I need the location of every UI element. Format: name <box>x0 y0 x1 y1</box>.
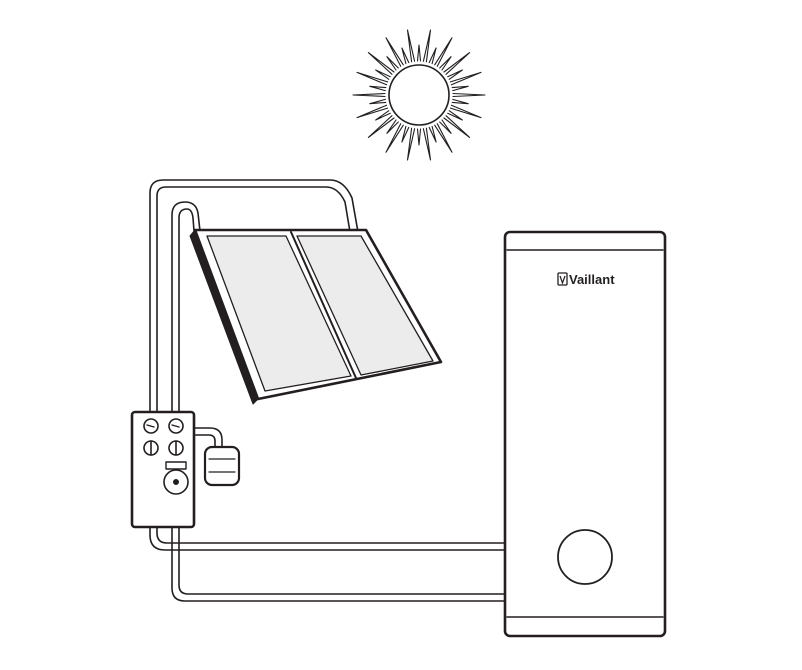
collector-frame-edge <box>189 229 259 405</box>
collector-return-outer <box>171 201 201 414</box>
sun-ray <box>385 123 404 153</box>
vessel-pipe-inner <box>193 434 216 448</box>
sun-ray <box>385 37 404 67</box>
solar-piping <box>149 179 505 602</box>
collector-return-inner <box>178 208 195 414</box>
sun-disc <box>388 64 450 126</box>
sun-ray <box>367 115 395 138</box>
sun-ray <box>356 71 389 86</box>
return-pipe-outer <box>171 527 505 602</box>
collector-divider <box>290 231 357 379</box>
solar-collector-panel <box>189 228 443 405</box>
sun-ray <box>439 56 452 71</box>
vessel-body <box>203 445 241 487</box>
sun-ray <box>406 29 416 63</box>
sun-ray <box>369 85 387 92</box>
sun-rays <box>352 29 486 161</box>
vaillant-v-logo-icon <box>557 272 568 286</box>
sun-ray <box>439 119 452 134</box>
collector-pane-left <box>206 235 352 392</box>
sun-ray <box>416 128 422 146</box>
sun-ray <box>386 119 399 134</box>
sun-ray <box>375 69 391 80</box>
sun-ray <box>451 98 469 105</box>
pump-head <box>165 461 187 470</box>
sun-ray <box>386 56 399 71</box>
sun-icon <box>352 29 486 161</box>
pump-motor <box>163 469 189 495</box>
sun-ray <box>401 47 410 65</box>
sun-ray <box>375 110 391 121</box>
brand-name: Vaillant <box>569 272 615 287</box>
supply-pipe-outer <box>149 527 505 551</box>
sun-ray <box>434 37 453 67</box>
sun-ray <box>422 127 432 161</box>
sun-ray <box>449 104 482 119</box>
sun-ray <box>428 47 437 65</box>
collector-feed-outer <box>149 179 359 414</box>
sun-ray <box>422 29 432 63</box>
supply-pipe-inner <box>156 527 505 544</box>
sun-ray <box>406 127 416 161</box>
sun-ray <box>428 125 437 143</box>
vessel-pipe-outer <box>193 427 223 448</box>
sun-ray <box>447 69 463 80</box>
sun-ray <box>369 98 387 105</box>
vaillant-logo: Vaillant <box>557 272 615 287</box>
sun-ray <box>434 123 453 153</box>
sun-ray <box>452 92 486 98</box>
sun-ray <box>416 44 422 62</box>
gauge-needle-left <box>146 424 155 428</box>
station-gauge-left <box>143 418 159 434</box>
sun-ray <box>443 115 471 138</box>
sun-ray <box>447 110 463 121</box>
expansion-vessel <box>203 445 241 487</box>
collector-pane-right <box>296 235 434 376</box>
sun-ray <box>401 125 410 143</box>
sun-ray <box>451 85 469 92</box>
sun-ray <box>443 52 471 75</box>
hot-water-cylinder <box>503 230 667 638</box>
sun-ray <box>356 104 389 119</box>
collector-feed-inner <box>156 186 351 414</box>
gauge-needle-right <box>171 424 180 428</box>
logo-v-mark <box>559 275 566 285</box>
cylinder-inspection-flange <box>557 529 613 585</box>
sun-ray <box>352 92 386 98</box>
sun-ray <box>367 52 395 75</box>
cylinder-body <box>503 230 667 638</box>
return-pipe-inner <box>178 527 505 595</box>
pump-control-station <box>130 410 196 529</box>
pump-hub <box>173 479 179 485</box>
sun-ray <box>449 71 482 86</box>
station-gauge-right <box>168 418 184 434</box>
